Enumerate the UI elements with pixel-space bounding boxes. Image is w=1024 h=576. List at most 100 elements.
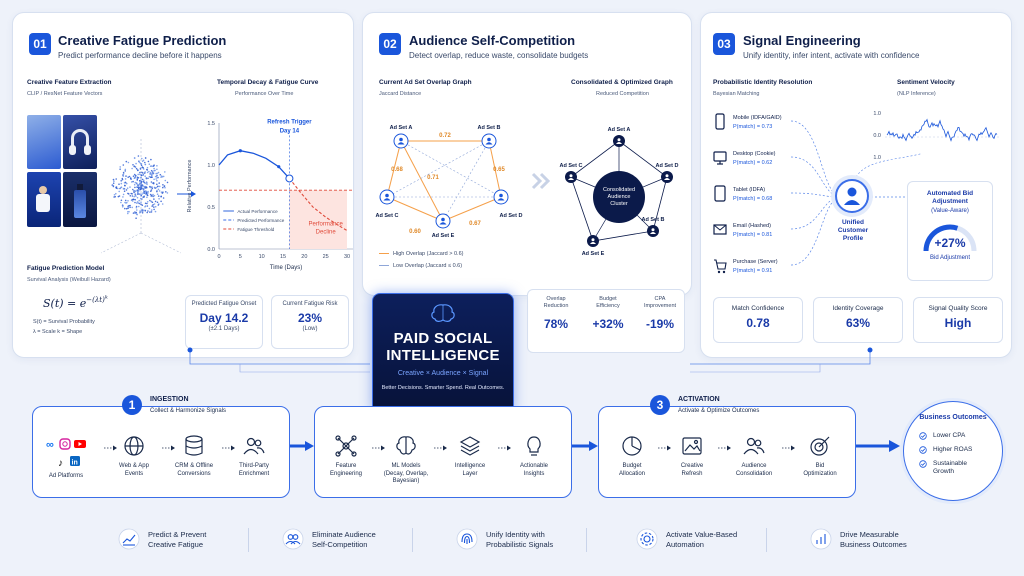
formula-legend-2: λ = Scale k = Shape xyxy=(33,329,83,335)
feature-point xyxy=(140,201,142,203)
overlap-edge xyxy=(386,196,444,222)
feature-point xyxy=(133,189,136,192)
feature-point xyxy=(127,205,129,208)
feature-point xyxy=(135,217,137,219)
x-tick: 20 xyxy=(301,254,307,260)
feature-point xyxy=(139,171,141,174)
feature-point xyxy=(128,175,131,178)
feature-point xyxy=(156,201,159,204)
thumb-athlete xyxy=(27,172,61,227)
footer-divider xyxy=(412,528,413,552)
feature-point xyxy=(135,211,138,214)
feature-point xyxy=(152,193,154,196)
decline-zone xyxy=(289,190,347,249)
y-axis-label: Relative Performance xyxy=(187,160,193,213)
feature-point xyxy=(155,178,157,180)
metric-label: Identity Coverage xyxy=(832,305,884,312)
feature-point xyxy=(139,197,142,200)
feature-point xyxy=(134,193,137,195)
overlap-edge xyxy=(442,140,490,222)
feature-point xyxy=(133,191,135,194)
ad-set-label: Ad Set C xyxy=(376,213,399,219)
feature-point xyxy=(135,213,138,215)
panel-subtitle: Detect overlap, reduce waste, consolidat… xyxy=(409,51,589,60)
feature-point xyxy=(129,204,131,207)
step-arrow xyxy=(498,445,511,451)
sentiment-title: Sentiment Velocity xyxy=(897,79,955,86)
feature-point xyxy=(145,192,148,195)
consolidated-title: Consolidated & Optimized Graph xyxy=(571,79,673,86)
edge-value: 0.65 xyxy=(493,167,505,173)
feature-point xyxy=(129,195,132,197)
decay-title: Temporal Decay & Fatigue Curve xyxy=(217,79,319,86)
refresh-trigger-marker xyxy=(285,174,294,183)
feature-point xyxy=(153,169,155,172)
feature-point xyxy=(140,181,143,183)
feature-point xyxy=(120,182,123,185)
feature-point xyxy=(146,202,148,205)
footer-divider xyxy=(766,528,767,552)
feature-point xyxy=(147,190,149,193)
feature-point xyxy=(141,212,144,214)
feature-point xyxy=(139,193,142,195)
circuit-lines xyxy=(187,347,873,373)
feature-point xyxy=(146,171,149,174)
footer-item: Unify Identity with Probabilistic Signal… xyxy=(486,530,554,549)
identity-link xyxy=(790,192,842,198)
feature-point xyxy=(165,191,167,193)
feature-point xyxy=(136,178,139,180)
feature-point xyxy=(147,210,149,212)
sentiment-series xyxy=(886,118,998,142)
feature-point xyxy=(131,195,134,197)
feature-point xyxy=(147,177,149,180)
device-entry: Desktop (Cookie)P(match) = 0.62 xyxy=(733,150,776,168)
step-label: Third-Party Enrichment xyxy=(238,463,270,477)
feature-point xyxy=(136,179,139,181)
feature-point xyxy=(115,186,117,189)
feature-point xyxy=(136,201,139,203)
ad-set-label: Ad Set B xyxy=(642,217,665,223)
footer-item: Predict & Prevent Creative Fatigue xyxy=(148,530,207,549)
center-sub: Better Decisions. Smarter Spend. Real Ou… xyxy=(381,385,505,391)
overlap-title: Current Ad Set Overlap Graph xyxy=(379,79,472,86)
feature-point xyxy=(150,211,153,213)
fatigue-risk-card: Current Fatigue Risk 23% (Low) xyxy=(271,295,349,349)
feature-point xyxy=(160,191,163,193)
sentiment-velocity-chart: 1.00.0-1.0 xyxy=(873,111,999,161)
footer-divider xyxy=(586,528,587,552)
feature-point xyxy=(154,210,157,213)
feature-point xyxy=(159,173,162,176)
feature-point xyxy=(133,165,135,168)
feature-point xyxy=(136,182,138,185)
feature-point xyxy=(140,179,142,182)
feature-point xyxy=(160,195,162,198)
feature-point xyxy=(137,189,139,192)
thumb-sneaker xyxy=(27,115,61,169)
check-circle-icon xyxy=(919,460,927,468)
feature-point xyxy=(122,171,125,174)
step-arrow xyxy=(658,445,671,451)
feature-point xyxy=(156,174,158,177)
pie-icon xyxy=(622,436,642,456)
feature-point xyxy=(136,209,138,211)
feature-point xyxy=(157,171,160,174)
legend-entry: Predicted Performance xyxy=(237,218,284,223)
metric-value: +32% xyxy=(592,317,624,332)
feature-point xyxy=(153,194,156,197)
feature-point xyxy=(139,211,142,213)
feature-point xyxy=(163,185,166,187)
feature-point xyxy=(162,197,165,199)
feature-point xyxy=(166,192,169,194)
legend-low-overlap: Low Overlap (Jaccard ≤ 0.6) xyxy=(379,263,462,269)
network-icon xyxy=(335,435,357,457)
tablet-icon xyxy=(714,185,726,202)
data-point xyxy=(277,165,281,169)
bid-value: +27% xyxy=(934,236,965,250)
feature-point xyxy=(130,192,132,195)
feature-point xyxy=(123,182,126,184)
feature-point xyxy=(135,195,137,197)
formula-exponent: −(λt) xyxy=(86,296,105,305)
feature-point xyxy=(153,167,155,170)
feature-point xyxy=(142,168,145,170)
